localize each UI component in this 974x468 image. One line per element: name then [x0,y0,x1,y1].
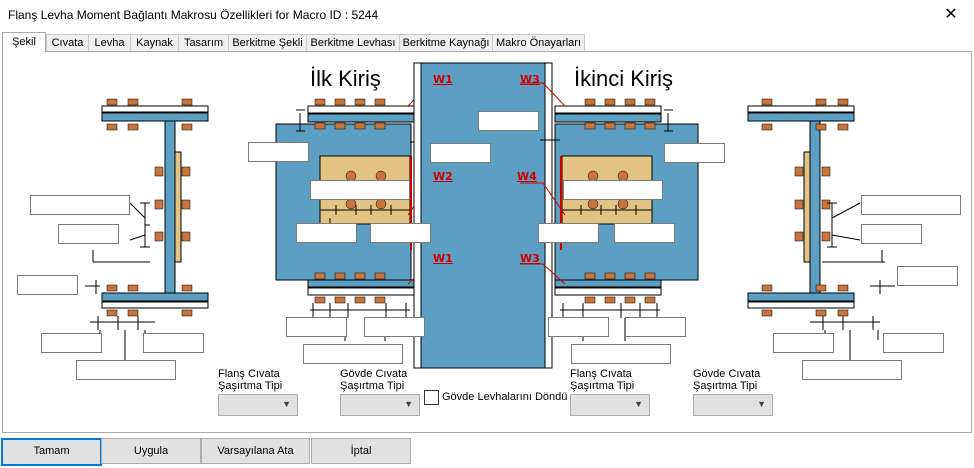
second-flange-bolt-edge-field[interactable] [548,317,609,337]
right-web-bolt-spacing-field[interactable] [861,224,922,244]
left-flange-offset-field[interactable] [17,275,78,295]
left-web-bolt-edge-field[interactable] [30,195,130,215]
right-flange-bolt-spacing-field[interactable] [802,360,902,380]
flange-bolt-stagger-right-label: Flanş Cıvata Şaşırtma Tipi [570,368,635,392]
close-icon[interactable]: ✕ [944,6,958,23]
right-flange-bolt-edge-field[interactable] [773,333,834,353]
second-gap-field[interactable] [478,111,539,131]
tab-berkitme-sekli[interactable]: Berkitme Şekli [228,34,307,51]
right-flange-bolt-gage-field[interactable] [883,333,944,353]
first-web-plate-width-field[interactable] [310,180,410,200]
web-bolt-stagger-left-select[interactable]: ▼ [340,394,420,416]
second-web-bolt-edge-field[interactable] [538,223,599,243]
chevron-down-icon: ▼ [634,399,643,409]
rotate-web-plates-checkbox[interactable] [424,390,439,405]
left-flange-bolt-gage-field[interactable] [143,333,204,353]
left-web-bolt-spacing-field[interactable] [58,224,119,244]
right-web-bolt-edge-field[interactable] [861,195,961,215]
chevron-down-icon: ▼ [404,399,413,409]
tab-levha[interactable]: Levha [88,34,131,51]
flange-bolt-stagger-left-select[interactable]: ▼ [218,394,298,416]
set-defaults-button[interactable]: Varsayılana Ata [201,438,310,464]
right-section-view [747,98,895,360]
web-bolt-stagger-right-label: Gövde Cıvata Şaşırtma Tipi [693,368,761,392]
ok-button[interactable]: Tamam [1,438,102,466]
first-web-bolt-spacing-field[interactable] [370,223,431,243]
web-bolt-stagger-left-label: Gövde Cıvata Şaşırtma Tipi [340,368,408,392]
tab-makro-onayarlari[interactable]: Makro Önayarları [492,34,585,51]
weld-label-w1-top: W1 [433,73,453,86]
column-elevation [413,62,553,369]
tab-berkitme-levhasi[interactable]: Berkitme Levhası [306,34,400,51]
second-web-plate-width-field[interactable] [563,180,663,200]
left-section-view [85,98,209,360]
flange-bolt-stagger-left-label: Flanş Cıvata Şaşırtma Tipi [218,368,283,392]
tab-sekil[interactable]: Şekil [2,32,46,52]
right-flange-offset-field[interactable] [897,266,958,286]
second-beam-title: İkinci Kiriş [574,66,674,91]
first-flange-plate-length-field[interactable] [303,344,403,364]
cancel-button[interactable]: İptal [311,438,411,464]
first-flange-bolt-edge-field[interactable] [286,317,347,337]
title-bar: Flanş Levha Moment Bağlantı Makrosu Özel… [0,0,974,30]
weld-label-w2: W2 [433,170,453,183]
first-flange-plate-thickness-field[interactable] [248,142,309,162]
apply-button[interactable]: Uygula [101,438,201,464]
weld-label-w1-bottom: W1 [433,252,453,265]
second-flange-plate-thickness-field[interactable] [664,143,725,163]
first-flange-bolt-spacing-field[interactable] [364,317,425,337]
weld-label-w4: W4 [517,170,537,183]
first-gap-field[interactable] [430,143,491,163]
left-flange-bolt-edge-field[interactable] [41,333,102,353]
first-beam-title: İlk Kiriş [310,66,381,91]
rotate-web-plates-label: Gövde Levhalarını Döndür [442,391,568,403]
first-web-bolt-edge-field[interactable] [296,223,357,243]
tab-tasarim[interactable]: Tasarım [178,34,229,51]
second-flange-bolt-spacing-field[interactable] [625,317,686,337]
weld-label-w3-bottom: W3 [520,252,540,265]
chevron-down-icon: ▼ [757,399,766,409]
second-web-bolt-spacing-field[interactable] [614,223,675,243]
weld-label-w3-top: W3 [520,73,540,86]
web-bolt-stagger-right-select[interactable]: ▼ [693,394,773,416]
left-flange-bolt-spacing-field[interactable] [76,360,176,380]
flange-bolt-stagger-right-select[interactable]: ▼ [570,394,650,416]
tab-kaynak[interactable]: Kaynak [130,34,179,51]
chevron-down-icon: ▼ [282,399,291,409]
second-flange-plate-length-field[interactable] [571,344,671,364]
tab-civata[interactable]: Cıvata [46,34,89,51]
window-title: Flanş Levha Moment Bağlantı Makrosu Özel… [8,8,379,22]
